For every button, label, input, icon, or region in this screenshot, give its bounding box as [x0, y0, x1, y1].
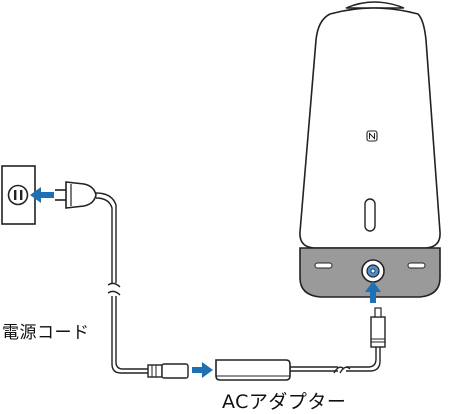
nfc-icon [366, 130, 378, 142]
ac-adapter-label: ACアダプター [222, 391, 347, 413]
power-cord [95, 192, 150, 374]
dc-plug [370, 307, 386, 348]
dc-cable [290, 347, 381, 374]
cord-connector [147, 363, 189, 379]
arrow-to-adapter-icon [192, 362, 213, 378]
wall-outlet-icon [1, 165, 36, 225]
speaker [299, 1, 441, 298]
arrow-to-port-icon [365, 281, 381, 303]
power-plug [55, 181, 97, 209]
arrow-to-outlet-icon [30, 187, 54, 203]
power-cord-label: 電源コード [2, 323, 90, 343]
dc-in-port [361, 259, 385, 283]
ac-adapter [215, 359, 291, 381]
